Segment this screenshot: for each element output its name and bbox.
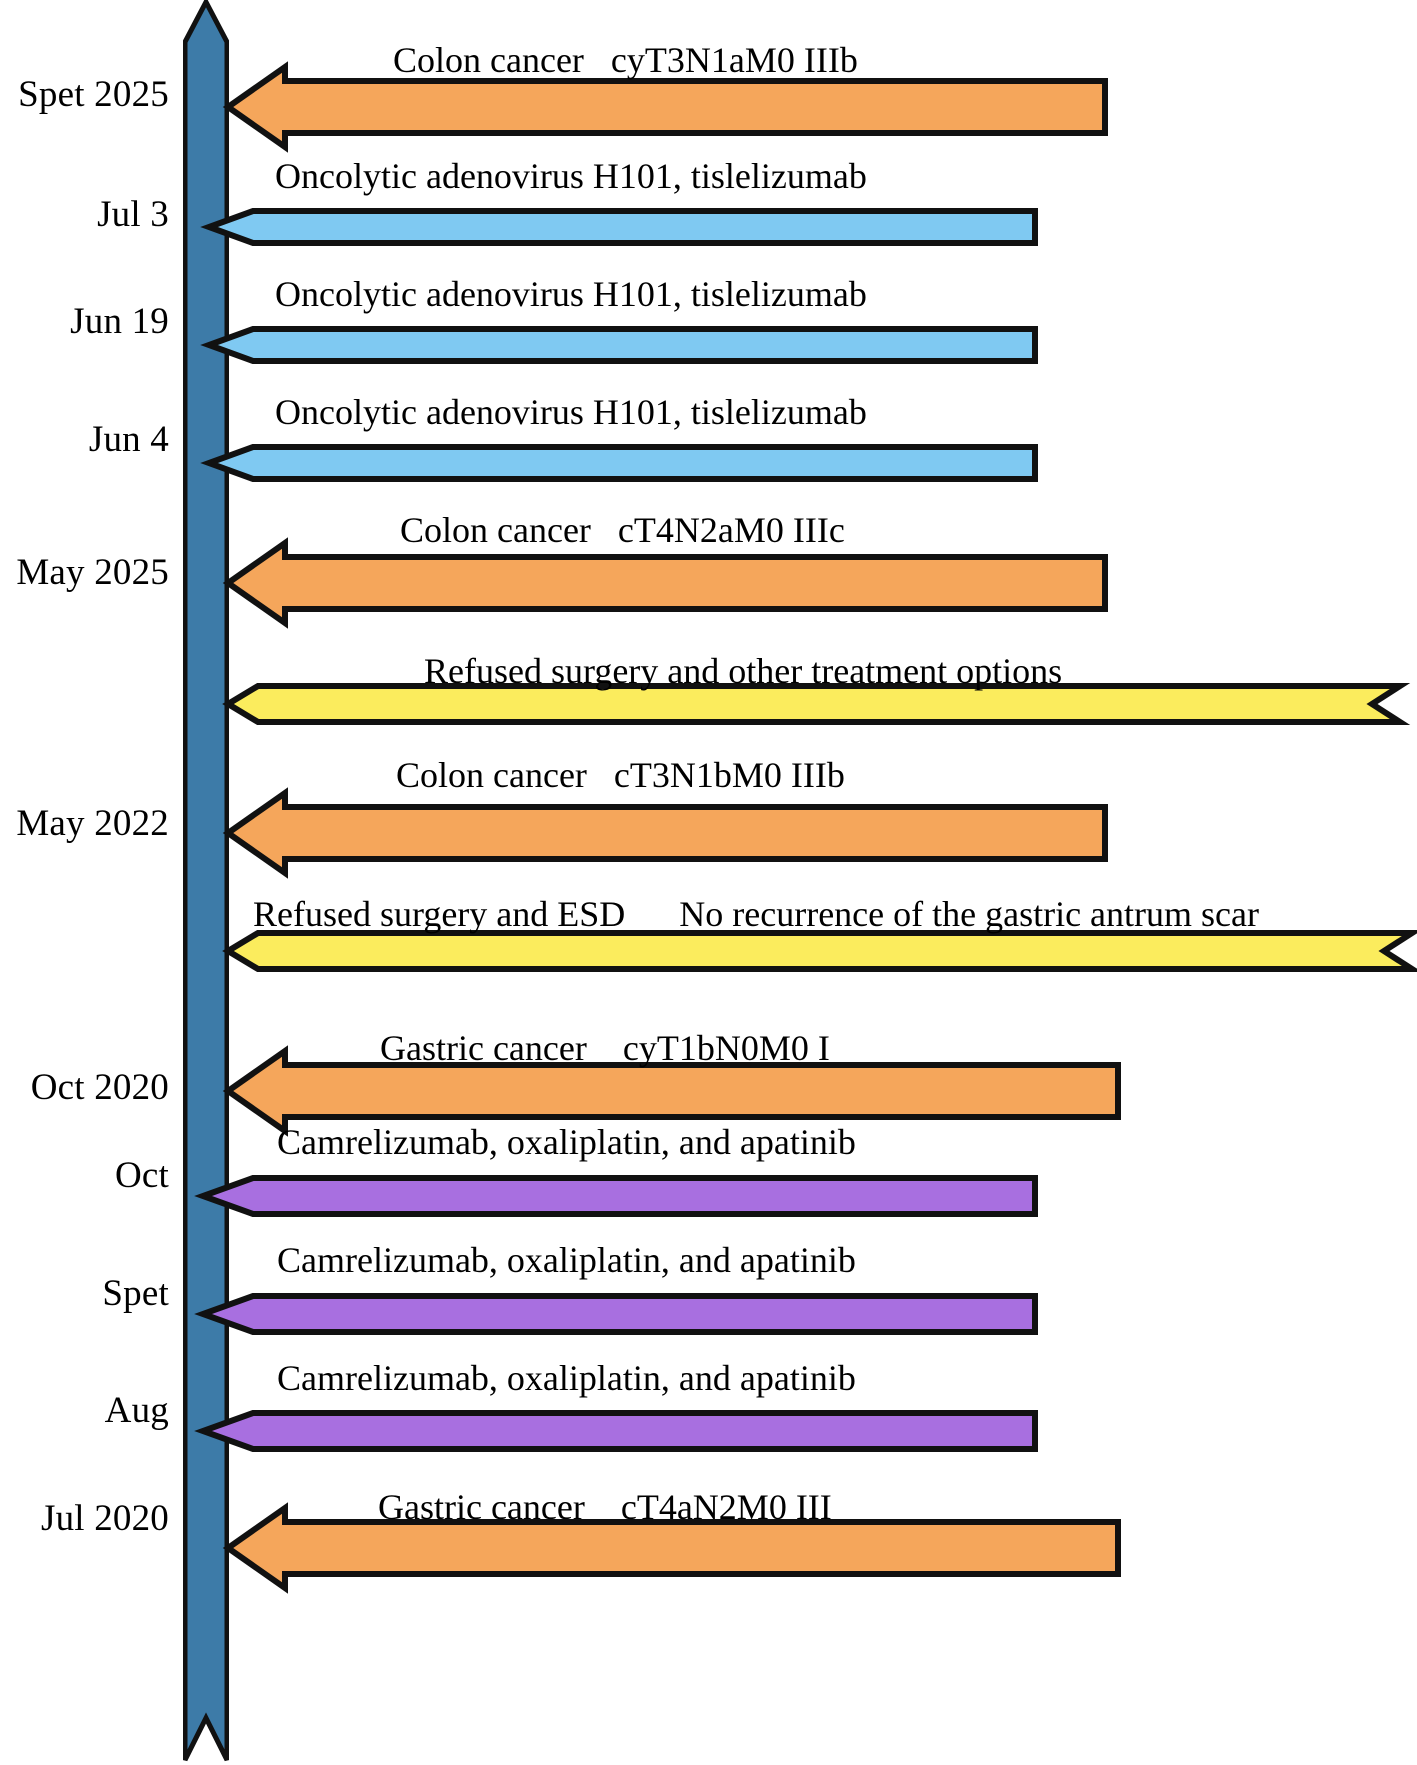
event-label: Refused surgery and other treatment opti… [424,651,1063,691]
date-label-jun-4: Jun 4 [88,419,169,460]
event-row-diagnosis [0,787,1120,879]
date-label-spet: Spet [102,1273,169,1314]
event-row-oncolytic [0,205,1060,249]
event-label: Camrelizumab, oxaliplatin, and apatinib [277,1122,856,1162]
event-label: Refused surgery and ESD No recurrence of… [253,894,1259,934]
event-label: Gastric cancer cT4aN2M0 III [378,1487,832,1527]
date-label-aug: Aug [104,1390,169,1431]
event-row-chemo [0,1172,1060,1220]
date-label-may-2022: May 2022 [16,803,169,844]
event-label: Camrelizumab, oxaliplatin, and apatinib [277,1358,856,1398]
event-label: Colon cancer cT4N2aM0 IIIc [400,510,845,550]
event-label: Colon cancer cT3N1bM0 IIIb [396,755,845,795]
event-label: Oncolytic adenovirus H101, tislelizumab [275,392,867,432]
event-row-diagnosis [0,537,1120,629]
date-label-oct-2020: Oct 2020 [30,1067,169,1108]
event-label: Oncolytic adenovirus H101, tislelizumab [275,274,867,314]
event-row-diagnosis [0,1479,1140,1599]
date-label-may-2025: May 2025 [16,552,169,593]
event-row-oncolytic [0,441,1060,485]
event-row-refusal [0,681,1417,727]
event-row-chemo [0,1407,1060,1455]
date-label-jun-19: Jun 19 [70,301,169,342]
date-label-jul-3: Jul 3 [97,194,169,235]
event-label: Gastric cancer cyT1bN0M0 I [380,1028,830,1068]
event-label: Camrelizumab, oxaliplatin, and apatinib [277,1240,856,1280]
event-row-diagnosis [0,1045,1140,1137]
event-label: Colon cancer cyT3N1aM0 IIIb [393,40,858,80]
date-label-oct: Oct [114,1155,169,1196]
event-row-refusal [0,928,1417,974]
date-label-spet-2025: Spet 2025 [18,74,169,115]
event-row-diagnosis [0,61,1120,153]
event-row-chemo [0,1290,1060,1338]
event-label: Oncolytic adenovirus H101, tislelizumab [275,156,867,196]
event-row-oncolytic [0,323,1060,367]
date-label-jul-2020: Jul 2020 [40,1498,169,1539]
